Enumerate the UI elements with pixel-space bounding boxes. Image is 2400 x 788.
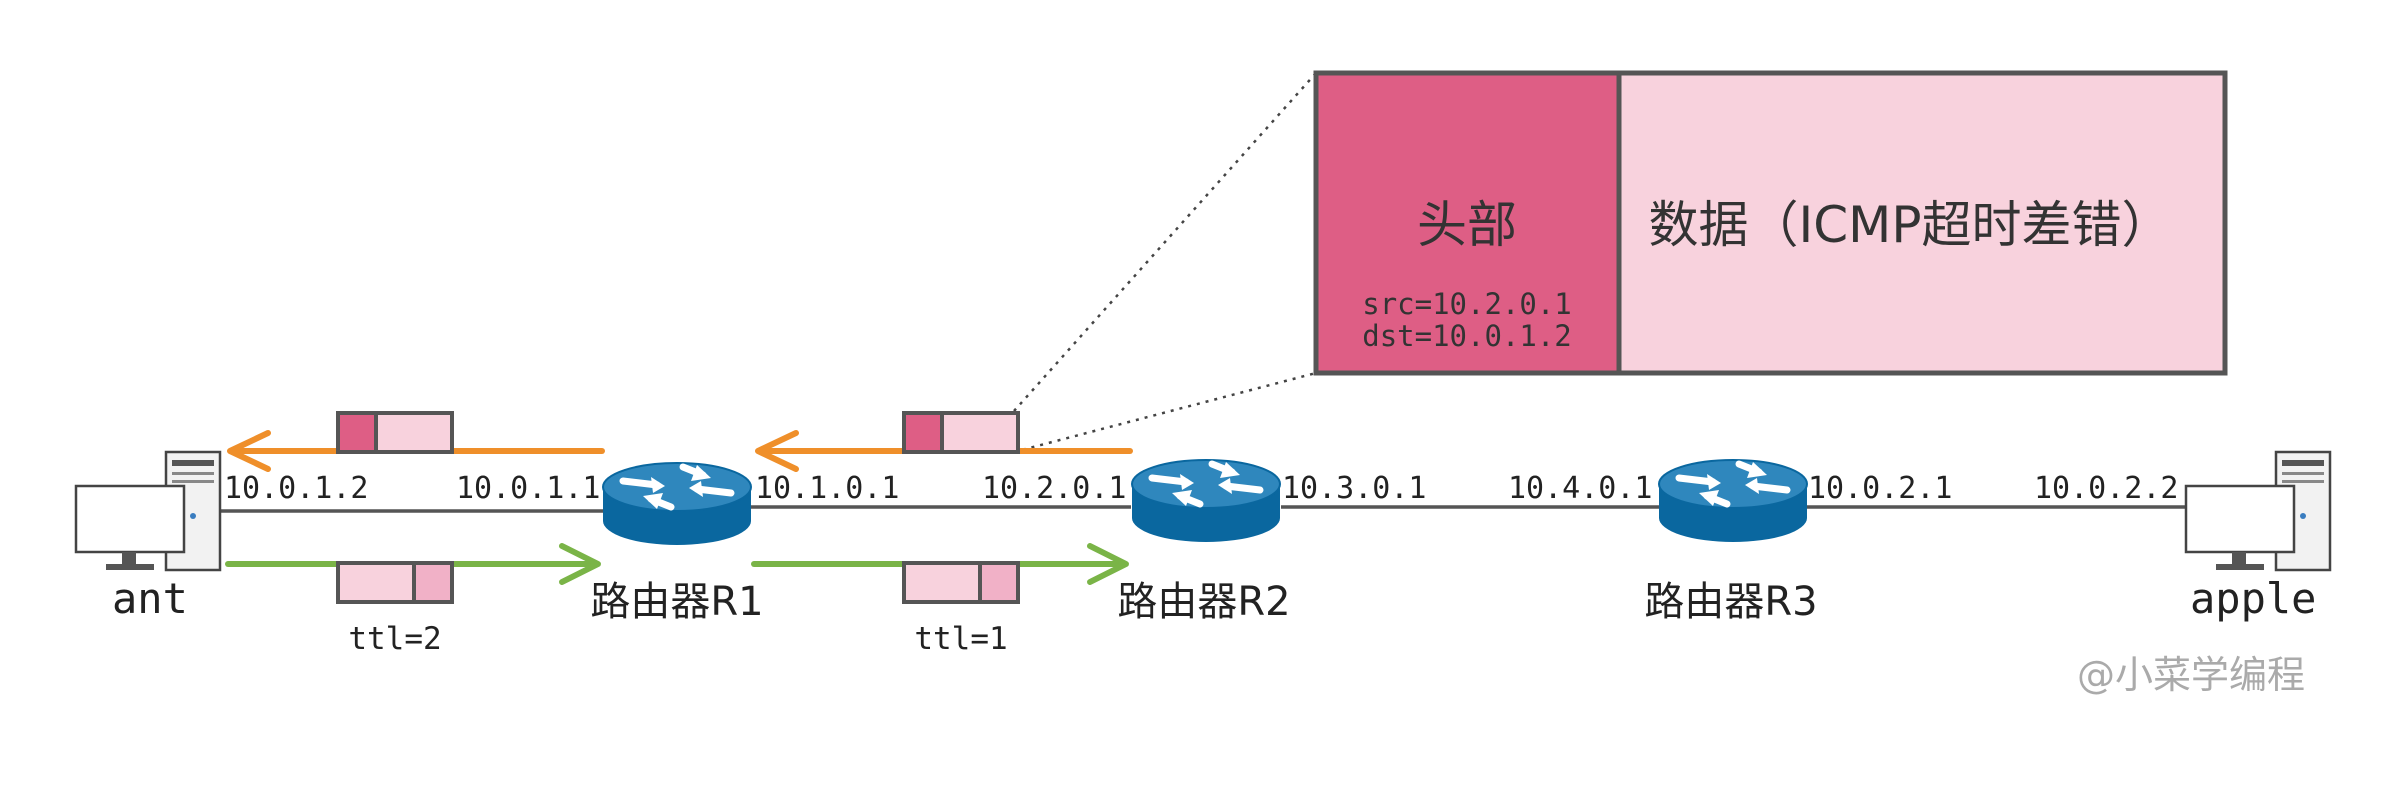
ip-r2-left: 10.2.0.1 xyxy=(982,471,1127,506)
router-r2-name: 路由器R2 xyxy=(1117,579,1291,625)
ip-ant: 10.0.1.2 xyxy=(224,471,369,506)
ttl-label-1: ttl=2 xyxy=(348,621,442,657)
zoom-header-dst: dst=10.0.1.2 xyxy=(1362,319,1572,353)
router-r1-name: 路由器R1 xyxy=(590,579,764,625)
zoom-header-src: src=10.2.0.1 xyxy=(1362,287,1572,321)
request-packet-2 xyxy=(902,561,1020,604)
desktop-computer-icon xyxy=(2184,450,2332,572)
router-icon xyxy=(603,463,751,545)
request-packet-1 xyxy=(336,561,454,604)
ip-r2-right: 10.3.0.1 xyxy=(1282,471,1427,506)
reply-packet-1 xyxy=(336,411,454,454)
desktop-computer-icon xyxy=(74,450,222,572)
zoom-data-box xyxy=(1616,70,2228,376)
ip-r3-left: 10.4.0.1 xyxy=(1508,471,1653,506)
zoom-data-label: 数据（ICMP超时差错） xyxy=(1648,196,2172,254)
zoom-header-title: 头部 xyxy=(1417,196,1517,254)
ip-r1-right: 10.1.0.1 xyxy=(755,471,900,506)
callout-line-bottom xyxy=(1013,371,1317,454)
router-icon xyxy=(1659,460,1807,542)
watermark: @小菜学编程 xyxy=(2077,653,2306,697)
zoom-header-box xyxy=(1313,70,1622,376)
router-r3-name: 路由器R3 xyxy=(1644,579,1818,625)
ttl-label-2: ttl=1 xyxy=(914,621,1008,657)
host-apple-name: apple xyxy=(2190,574,2317,623)
ip-r3-right: 10.0.2.1 xyxy=(1808,471,1953,506)
callout-line-top xyxy=(1013,72,1317,412)
ip-apple: 10.0.2.2 xyxy=(2034,471,2179,506)
host-ant-name: ant xyxy=(112,574,188,623)
reply-packet-2 xyxy=(902,411,1020,454)
router-icon xyxy=(1132,460,1280,542)
ip-r1-left: 10.0.1.1 xyxy=(456,471,601,506)
